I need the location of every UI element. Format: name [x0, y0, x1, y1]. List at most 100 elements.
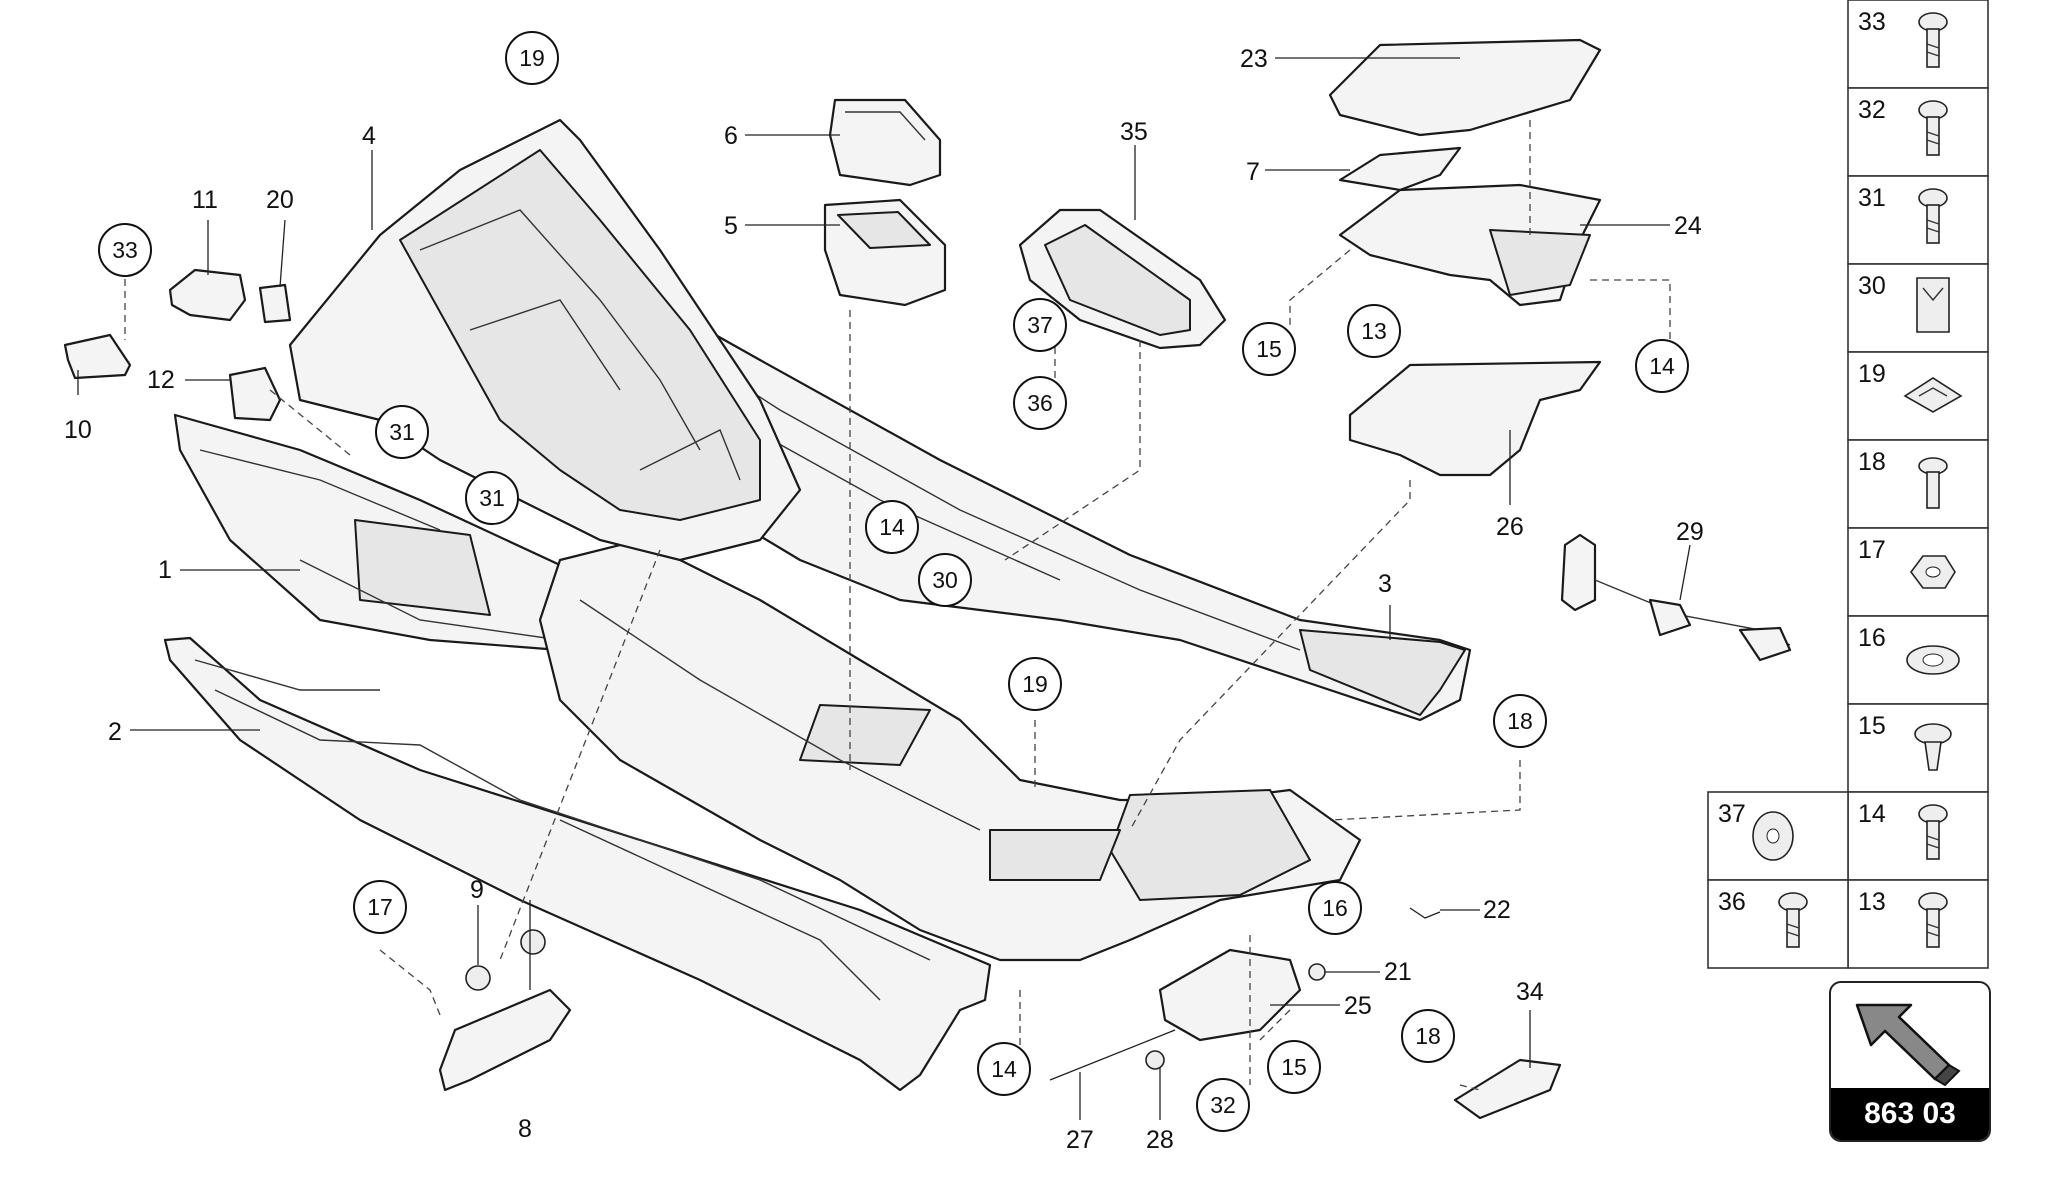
callout: 33 — [98, 223, 152, 277]
svg-text:16: 16 — [1322, 895, 1348, 921]
svg-text:32: 32 — [1210, 1092, 1236, 1118]
callout: 15 — [1267, 1040, 1321, 1094]
svg-text:37: 37 — [1027, 312, 1053, 338]
svg-text:30: 30 — [932, 567, 958, 593]
part-22-spring — [1409, 907, 1441, 919]
legend-cell-17: 17 — [1847, 527, 1989, 617]
part-label-6: 6 — [724, 122, 738, 150]
part-29-cable-harness — [1560, 533, 1792, 662]
part-number-labels: 1 2 3 4 5 6 7 8 9 10 11 12 20 22 21 23 2… — [64, 45, 1704, 1154]
legend-cell-32: 32 — [1847, 87, 1989, 177]
part-label-26: 26 — [1496, 513, 1524, 541]
part-label-21: 21 — [1384, 958, 1412, 986]
part-12-bracket — [228, 366, 282, 422]
svg-text:36: 36 — [1027, 390, 1053, 416]
part-2-lower-trim-panel — [163, 636, 992, 1092]
diagram-code: 863 03 — [1831, 1088, 1989, 1140]
legend-number: 32 — [1858, 96, 1886, 124]
callout: 16 — [1308, 881, 1362, 935]
screw-icon — [1918, 100, 1948, 156]
legend-number: 30 — [1858, 272, 1886, 300]
legend-number: 16 — [1858, 624, 1886, 652]
part-label-11: 11 — [192, 186, 218, 214]
callout: 13 — [1347, 304, 1401, 358]
part-label-23: 23 — [1240, 45, 1268, 73]
part-label-5: 5 — [724, 212, 738, 240]
screw-icon — [1778, 892, 1808, 948]
part-label-35: 35 — [1120, 118, 1148, 146]
fastener-callouts: 19 33 31 31 37 36 14 30 15 13 14 19 18 1… — [98, 31, 1689, 1132]
part-label-2: 2 — [108, 718, 122, 746]
screw-icon — [1918, 188, 1948, 244]
washer-icon — [1752, 811, 1794, 861]
legend-number: 33 — [1858, 8, 1886, 36]
legend-cell-37: 37 — [1707, 791, 1849, 881]
part-24-armrest-housing — [1338, 183, 1602, 307]
svg-text:33: 33 — [112, 237, 138, 263]
svg-text:31: 31 — [389, 419, 415, 445]
part-label-20: 20 — [266, 186, 294, 214]
part-10-bracket — [63, 333, 132, 380]
part-5-storage-box — [823, 198, 947, 307]
legend-cell-33: 33 — [1847, 0, 1989, 89]
part-label-28: 28 — [1146, 1126, 1174, 1154]
svg-text:19: 19 — [519, 45, 545, 71]
part-label-25: 25 — [1344, 992, 1372, 1020]
part-25-bracket-housing — [1158, 948, 1302, 1042]
legend-cell-19: 19 — [1847, 351, 1989, 441]
dashed-guides — [124, 120, 1671, 1091]
callout: 14 — [1635, 339, 1689, 393]
legend-number: 13 — [1858, 888, 1886, 916]
legend-cell-15: 15 — [1847, 703, 1989, 793]
diagram-reference-badge: 863 03 — [1829, 981, 1991, 1142]
callout: 18 — [1493, 694, 1547, 748]
svg-text:14: 14 — [1649, 353, 1675, 379]
part-7-hinge-bracket — [1338, 146, 1462, 192]
part-label-29: 29 — [1676, 518, 1704, 546]
callout: 31 — [465, 471, 519, 525]
callout: 36 — [1013, 376, 1067, 430]
svg-text:31: 31 — [479, 485, 505, 511]
part-label-3: 3 — [1378, 570, 1392, 598]
part-35-storage-mat — [1018, 208, 1227, 350]
legend-cell-16: 16 — [1847, 615, 1989, 705]
legend-cell-13: 13 — [1847, 879, 1989, 969]
part-9-nuts — [465, 929, 546, 991]
legend-number: 31 — [1858, 184, 1886, 212]
part-label-34: 34 — [1516, 978, 1544, 1006]
hex-nut-icon — [1910, 555, 1956, 589]
part-27-rod — [1049, 1029, 1176, 1081]
center-console-base — [538, 538, 1362, 962]
part-label-1: 1 — [158, 556, 172, 584]
part-21-clip — [1308, 963, 1326, 981]
callout: 14 — [977, 1042, 1031, 1096]
svg-text:14: 14 — [879, 514, 905, 540]
legend-number: 18 — [1858, 448, 1886, 476]
legend-cell-14: 14 — [1847, 791, 1989, 881]
part-34-bracket — [1453, 1058, 1562, 1120]
part-label-7: 7 — [1246, 158, 1260, 186]
callout: 30 — [918, 553, 972, 607]
legend-number: 19 — [1858, 360, 1886, 388]
svg-text:18: 18 — [1507, 708, 1533, 734]
svg-text:15: 15 — [1281, 1054, 1307, 1080]
svg-text:13: 13 — [1361, 318, 1387, 344]
part-label-10: 10 — [64, 416, 92, 444]
callout: 31 — [375, 405, 429, 459]
callout: 19 — [505, 31, 559, 85]
legend-number: 15 — [1858, 712, 1886, 740]
part-20-clip — [258, 283, 292, 324]
callout: 14 — [865, 500, 919, 554]
callout: 32 — [1196, 1078, 1250, 1132]
part-label-9: 9 — [470, 876, 484, 904]
callout: 18 — [1401, 1009, 1455, 1063]
part-28-clip — [1145, 1050, 1165, 1070]
part-23-armrest-lid — [1328, 38, 1602, 137]
clip-nut-icon — [1916, 277, 1950, 333]
svg-text:17: 17 — [367, 894, 393, 920]
fastener-legend-table: 33 32 31 30 19 18 17 16 15 14 — [1707, 0, 1989, 969]
leader-lines — [77, 57, 1691, 1120]
legend-number: 17 — [1858, 536, 1886, 564]
part-label-4: 4 — [362, 122, 376, 150]
